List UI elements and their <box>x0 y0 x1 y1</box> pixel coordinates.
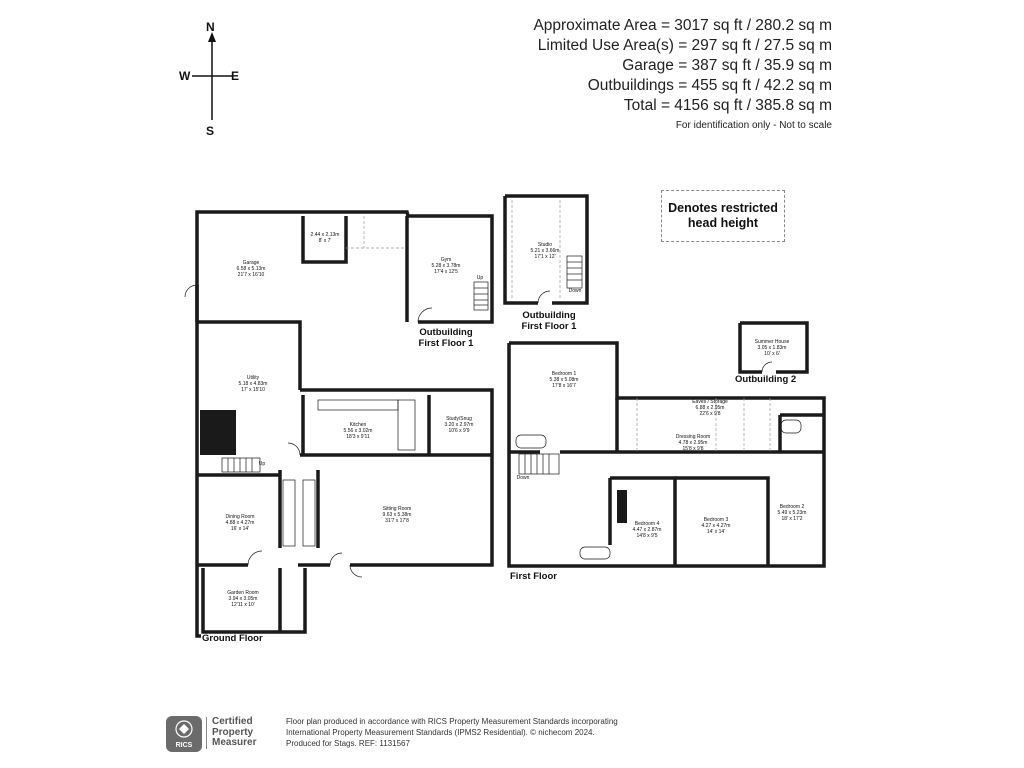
stair-label-gym-up: Up <box>476 275 484 281</box>
area-summary: Approximate Area = 3017 sq ft / 280.2 sq… <box>533 16 832 134</box>
room-utility: Utility 5.18 x 4.83m 17' x 15'10 <box>238 375 268 393</box>
floor-label-first: First Floor <box>510 571 557 582</box>
room-dining: Dining Room 4.88 x 4.27m 16' x 14' <box>225 514 255 532</box>
stair-label-ground-up: Up <box>258 461 266 467</box>
rics-logo-text: RICS <box>175 742 193 749</box>
area-limited-use: Limited Use Area(s) = 297 sq ft / 27.5 s… <box>537 37 832 54</box>
area-total: Total = 4156 sq ft / 385.8 sq m <box>623 97 832 114</box>
compass-arrow-icon <box>192 32 232 120</box>
room-kitchen: Kitchen 5.56 x 3.02m 18'3 x 9'11 <box>343 422 373 440</box>
rics-certified-badge: Certified Property Measurer <box>206 716 256 749</box>
stair-label-first-down: Down <box>516 475 530 481</box>
area-garage: Garage = 387 sq ft / 35.9 sq m <box>622 57 832 74</box>
restricted-head-height-legend: Denotes restricted head height <box>661 190 785 242</box>
floor-label-outbuilding-first-b: Outbuilding First Floor 1 <box>521 310 577 332</box>
fireplace-first <box>617 490 627 523</box>
legend-line-2: head height <box>687 216 759 230</box>
floor-label-outbuilding-first-a: Outbuilding First Floor 1 <box>418 327 474 349</box>
compass-north: N <box>206 20 215 34</box>
room-eaves-storage: Eaves / Storage 6.88 x 2.95m 22'6 x 9'8 <box>692 399 728 417</box>
footer-disclaimer: Floor plan produced in accordance with R… <box>286 717 618 748</box>
room-bedroom-3: Bedroom 3 4.27 x 4.27m 14' x 14' <box>701 517 731 535</box>
compass-east: E <box>231 69 240 83</box>
rics-emblem-icon <box>175 720 193 738</box>
floor-label-outbuilding-2: Outbuilding 2 <box>735 374 797 385</box>
room-garden: Garden Room 3.94 x 3.05m 12'11 x 10' <box>227 590 259 608</box>
room-summer-house: Summer House 3.05 x 1.83m 10' x 6' <box>754 339 790 357</box>
room-store: 2.44 x 2.13m 8' x 7' <box>310 232 340 244</box>
room-bedroom-2: Bedroom 2 5.49 x 5.23m 18' x 17'2 <box>777 504 807 522</box>
room-dressing: Dressing Room 4.78 x 2.95m 15'8 x 9'8 <box>675 434 711 452</box>
room-sitting: Sitting Room 9.63 x 5.38m 31'7 x 17'8 <box>382 506 412 524</box>
fireplace-ground <box>200 410 236 455</box>
area-outbuildings: Outbuildings = 455 sq ft / 42.2 sq m <box>587 77 832 94</box>
room-bedroom-4: Bedroom 4 4.47 x 2.87m 14'8 x 9'5 <box>632 521 662 539</box>
legend-line-1: Denotes restricted <box>668 201 778 215</box>
room-gym: Gym 5.28 x 3.78m 17'4 x 12'5 <box>431 257 461 275</box>
area-approximate: Approximate Area = 3017 sq ft / 280.2 sq… <box>533 17 832 34</box>
floor-label-ground: Ground Floor <box>202 633 263 644</box>
scale-note: For identification only - Not to scale <box>675 120 832 131</box>
room-studio: Studio 5.21 x 3.66m 17'1 x 12' <box>530 242 560 260</box>
room-study: Study/Snug 3.20 x 2.97m 10'6 x 9'9 <box>444 416 474 434</box>
compass-south: S <box>206 124 215 138</box>
stair-label-studio-down: Down <box>568 288 582 294</box>
compass-west: W <box>179 69 191 83</box>
room-garage: Garage 6.58 x 5.13m 21'7 x 16'10 <box>236 260 266 278</box>
rics-logo: RICS <box>166 716 202 752</box>
room-bedroom-1: Bedroom 1 5.38 x 5.08m 17'8 x 16'7 <box>549 371 579 389</box>
